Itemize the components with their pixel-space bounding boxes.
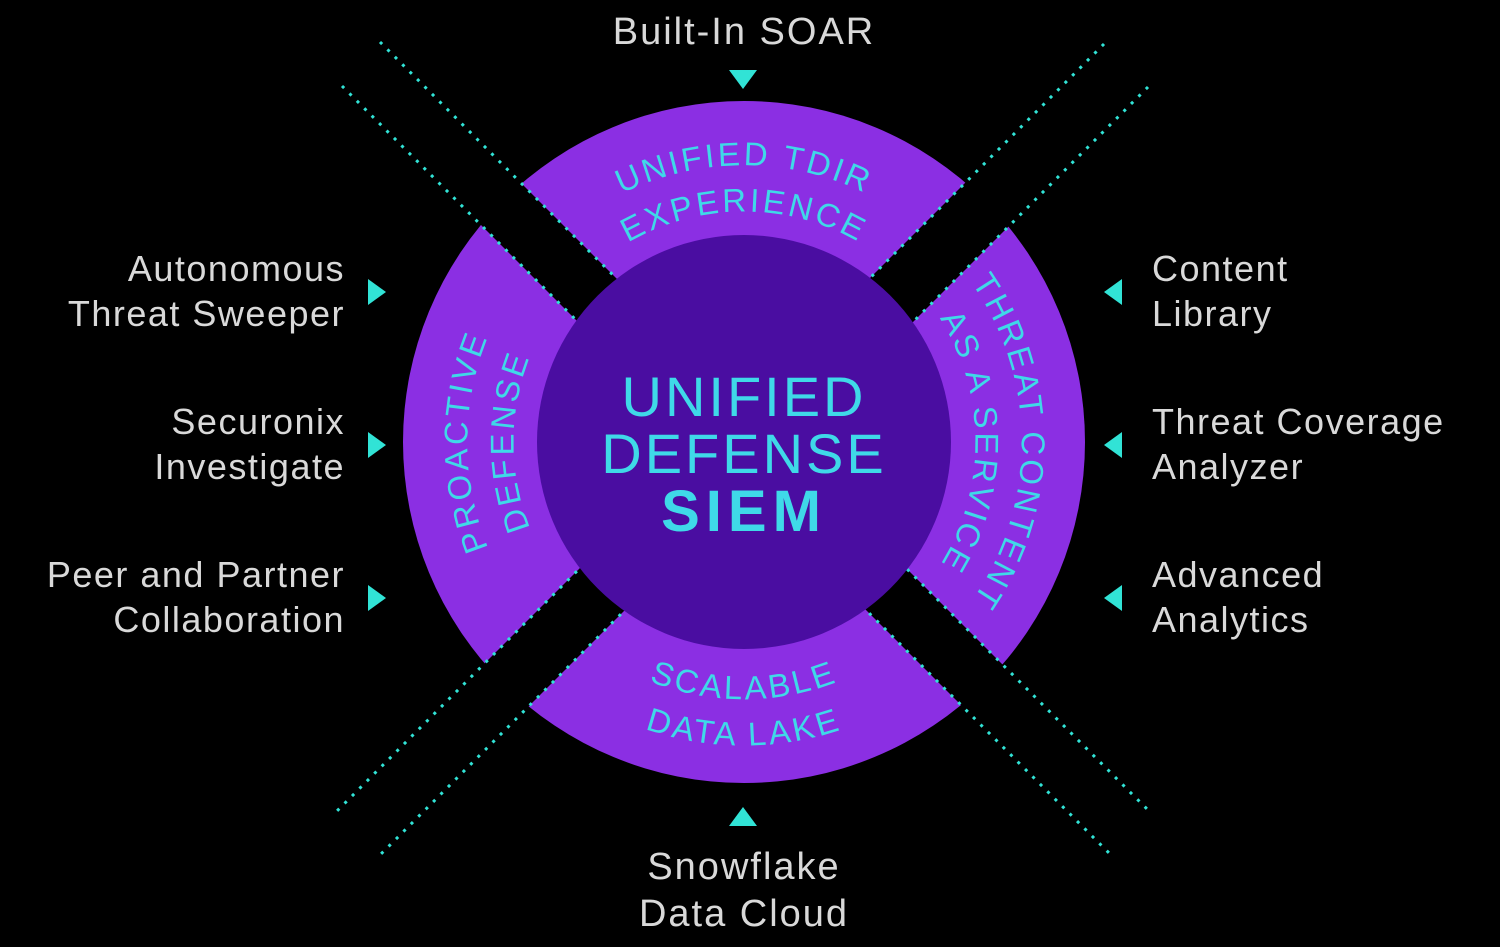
arrow-left-icon	[1104, 432, 1122, 458]
arrow-down-icon	[729, 70, 757, 89]
callout-snowflake-data-cloud-line1: Snowflake	[647, 846, 840, 888]
callout-content-library-line2: Library	[1152, 293, 1273, 334]
callout-peer-partner-collaboration-line1: Peer and Partner	[47, 554, 345, 595]
center-title-line1: UNIFIED	[622, 365, 867, 428]
center-title-line2: DEFENSE	[601, 422, 887, 485]
callout-built-in-soar: Built-In SOAR	[613, 11, 876, 53]
callout-securonix-investigate-line1: Securonix	[171, 401, 345, 442]
arrow-right-icon	[368, 279, 386, 305]
callout-threat-coverage-analyzer-line2: Analyzer	[1152, 446, 1304, 487]
callout-autonomous-threat-sweeper-line1: Autonomous	[128, 248, 345, 289]
dotted-line-nwse-lower	[340, 84, 1112, 856]
arrow-left-icon	[1104, 585, 1122, 611]
dotted-line-nesw-lower	[378, 85, 1150, 857]
dotted-line-nesw-upper	[334, 42, 1106, 814]
callout-advanced-analytics-line2: Analytics	[1152, 599, 1310, 640]
arrow-right-icon	[368, 432, 386, 458]
arrow-up-icon	[729, 807, 757, 826]
core-circle	[537, 235, 951, 649]
arrow-left-icon	[1104, 279, 1122, 305]
callout-snowflake-data-cloud-line2: Data Cloud	[639, 893, 849, 935]
callout-autonomous-threat-sweeper-line2: Threat Sweeper	[68, 293, 345, 334]
callout-peer-partner-collaboration-line2: Collaboration	[113, 599, 345, 640]
dotted-line-nwse-upper	[378, 40, 1150, 812]
center-title-line3: SIEM	[661, 479, 827, 544]
arrow-right-icon	[368, 585, 386, 611]
callout-advanced-analytics-line1: Advanced	[1152, 554, 1324, 595]
callout-threat-coverage-analyzer-line1: Threat Coverage	[1152, 401, 1445, 442]
callout-content-library-line1: Content	[1152, 248, 1289, 289]
callout-securonix-investigate-line2: Investigate	[154, 446, 345, 487]
